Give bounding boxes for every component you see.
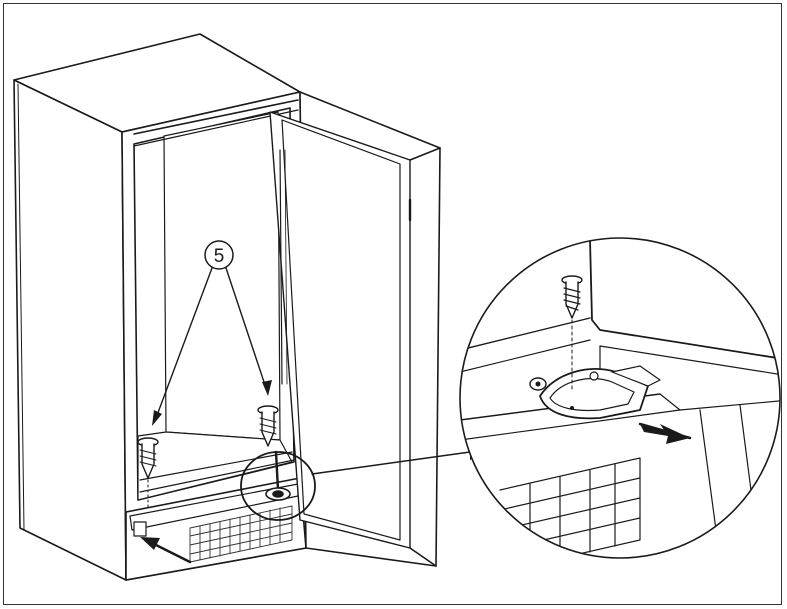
edge-line (17, 83, 25, 531)
screw-icon (257, 405, 279, 447)
leader-line-1 (311, 451, 471, 475)
detail-circle-small (240, 451, 316, 521)
screw-icon (137, 437, 159, 509)
bottom-hinge-pin (265, 450, 291, 501)
leader-arrow-right (262, 380, 272, 396)
cabinet-side (13, 79, 127, 581)
detail-view (459, 237, 781, 559)
arrow-icon (140, 537, 192, 564)
bottom-hinge (133, 521, 147, 537)
callout-number: 5 (214, 246, 225, 267)
top-strip (133, 99, 299, 135)
leader-arrow-left (152, 410, 162, 426)
floor-edge (139, 451, 293, 481)
screw-icon (561, 275, 583, 393)
figure-frame (3, 3, 782, 605)
floor-edge-2 (139, 459, 295, 493)
door-edge-b (409, 547, 437, 567)
leader-line-left (155, 267, 213, 419)
door-rib (279, 149, 283, 385)
leader-line-right (225, 267, 267, 389)
interior-back-wall (163, 111, 281, 441)
cabinet (13, 33, 307, 581)
callout-circle (204, 240, 234, 270)
callout-group: 5 (152, 240, 272, 426)
door-edge (409, 147, 441, 161)
door-liner (281, 119, 401, 541)
door-rib-2 (284, 149, 288, 385)
door (269, 91, 441, 567)
arrow-icon (640, 424, 690, 444)
ventilation-grille (189, 505, 293, 563)
